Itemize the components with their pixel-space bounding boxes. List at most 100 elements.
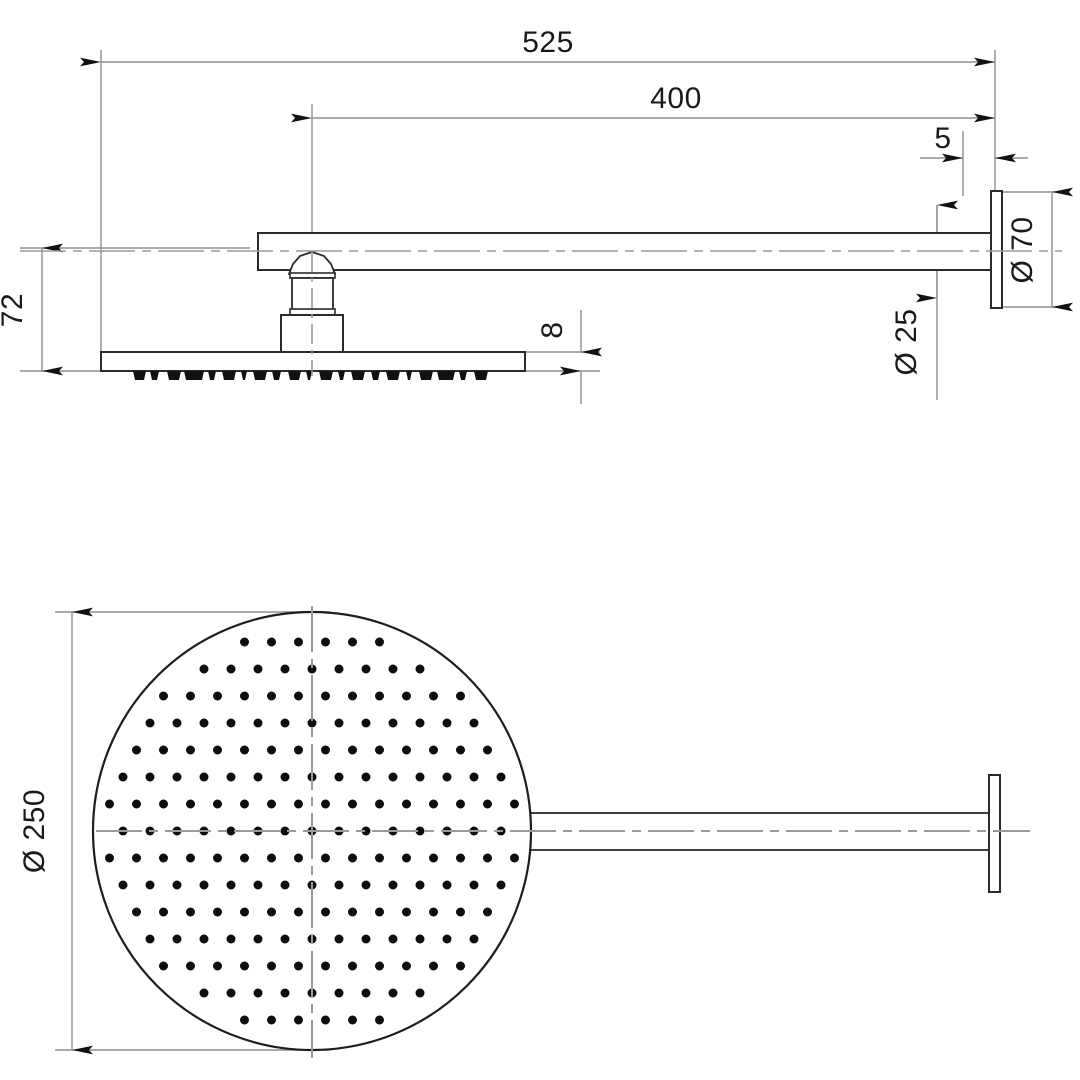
dimension-flange-diameter: Ø 70: [1006, 187, 1073, 312]
nozzle-dot: [375, 745, 384, 755]
nozzle-dot: [172, 772, 182, 782]
nozzle-dot: [388, 934, 398, 944]
nozzle-dot: [334, 664, 344, 674]
nozzle-dot-field: [105, 637, 519, 1025]
nozzle-dot: [361, 826, 371, 836]
nozzle-dot: [267, 637, 276, 647]
nozzle-dot: [240, 691, 249, 701]
nozzle-dot: [483, 799, 492, 809]
nozzle-dot: [199, 718, 209, 728]
nozzle-dot: [321, 691, 330, 701]
nozzle-dot: [105, 799, 114, 809]
nozzle-dot: [186, 961, 195, 971]
nozzle-dot: [226, 988, 236, 998]
nozzle-dot: [280, 664, 290, 674]
nozzle-dot: [469, 718, 479, 728]
nozzle-dot: [307, 718, 317, 728]
nozzle-dot: [415, 772, 425, 782]
nozzle-dot: [483, 907, 492, 917]
nozzle-dot: [199, 664, 209, 674]
nozzle-dot: [186, 745, 195, 755]
nozzle-dot: [253, 988, 263, 998]
dimension-8-label: 8: [536, 321, 569, 338]
nozzle-dot: [186, 907, 195, 917]
nozzle-dot: [334, 880, 344, 890]
nozzle-dot: [321, 637, 330, 647]
nozzle-dot: [456, 853, 465, 863]
nozzle-dot: [442, 772, 452, 782]
nozzle-dot: [132, 799, 141, 809]
nozzle-dot: [469, 934, 479, 944]
nozzle-dot: [469, 772, 479, 782]
nozzle-dot: [388, 772, 398, 782]
nozzle-dot: [213, 853, 222, 863]
bottom-plan-view: Ø 250: [18, 606, 1030, 1058]
nozzle-dot: [375, 961, 384, 971]
dimension-arm-diameter-label: Ø 25: [890, 308, 923, 375]
nozzle-dot: [442, 934, 452, 944]
nozzle-dot: [321, 907, 330, 917]
nozzle-dot: [159, 691, 168, 701]
nozzle-dot: [159, 907, 168, 917]
nozzle-dot: [199, 988, 209, 998]
nozzle-dot: [388, 664, 398, 674]
nozzle-dot: [213, 907, 222, 917]
nozzle-dot: [240, 637, 249, 647]
nozzle-dot: [172, 934, 182, 944]
nozzle-dot: [429, 799, 438, 809]
nozzle-dot: [213, 691, 222, 701]
nozzle-dot: [253, 880, 263, 890]
nozzle-dot: [348, 853, 357, 863]
nozzle-dot: [253, 664, 263, 674]
nozzle-dot: [348, 745, 357, 755]
nozzle-dot: [361, 718, 371, 728]
nozzle-dot: [415, 988, 425, 998]
nozzle-dot: [483, 853, 492, 863]
nozzle-dot: [118, 880, 128, 890]
wall-flange-plan: [988, 774, 1001, 893]
nozzle-dot: [199, 880, 209, 890]
nozzle-dot: [415, 664, 425, 674]
dimension-5-label: 5: [934, 122, 951, 155]
nozzle-dot: [415, 880, 425, 890]
nozzle-dot: [226, 718, 236, 728]
dimension-8: 8: [536, 310, 602, 404]
nozzle-dot: [442, 880, 452, 890]
nozzle-dot: [348, 1015, 357, 1025]
nozzle-dot: [199, 772, 209, 782]
nozzle-dot: [240, 853, 249, 863]
nozzle-dot: [334, 772, 344, 782]
nozzle-dot: [402, 691, 411, 701]
nozzle-dot: [226, 664, 236, 674]
nozzle-dot: [172, 880, 182, 890]
nozzle-dot: [388, 880, 398, 890]
nozzle-dot: [105, 853, 114, 863]
nozzle-dot: [213, 961, 222, 971]
dimension-525: 525: [80, 26, 995, 67]
nozzle-dot: [240, 745, 249, 755]
nozzle-dot: [253, 772, 263, 782]
nozzle-dot: [321, 799, 330, 809]
dimension-flange-diameter-label: Ø 70: [1006, 216, 1039, 283]
nozzle-dot: [226, 934, 236, 944]
nozzle-dot: [240, 907, 249, 917]
dimension-head-diameter-label: Ø 250: [18, 789, 51, 873]
nozzle-dot: [402, 745, 411, 755]
nozzle-dot: [280, 772, 290, 782]
nozzle-dot: [280, 988, 290, 998]
nozzle-dot: [240, 961, 249, 971]
nozzle-teeth-side: [133, 371, 488, 380]
nozzle-dot: [361, 934, 371, 944]
nozzle-dot: [294, 799, 303, 809]
nozzle-dot: [267, 691, 276, 701]
nozzle-dot: [361, 880, 371, 890]
nozzle-dot: [348, 637, 357, 647]
nozzle-dot: [375, 1015, 384, 1025]
nozzle-dot: [226, 826, 236, 836]
shower-head-plate-side: [100, 351, 526, 372]
nozzle-dot: [402, 799, 411, 809]
nozzle-dot: [294, 691, 303, 701]
nozzle-dot: [213, 745, 222, 755]
nozzle-dot: [159, 799, 168, 809]
nozzle-dot: [402, 853, 411, 863]
